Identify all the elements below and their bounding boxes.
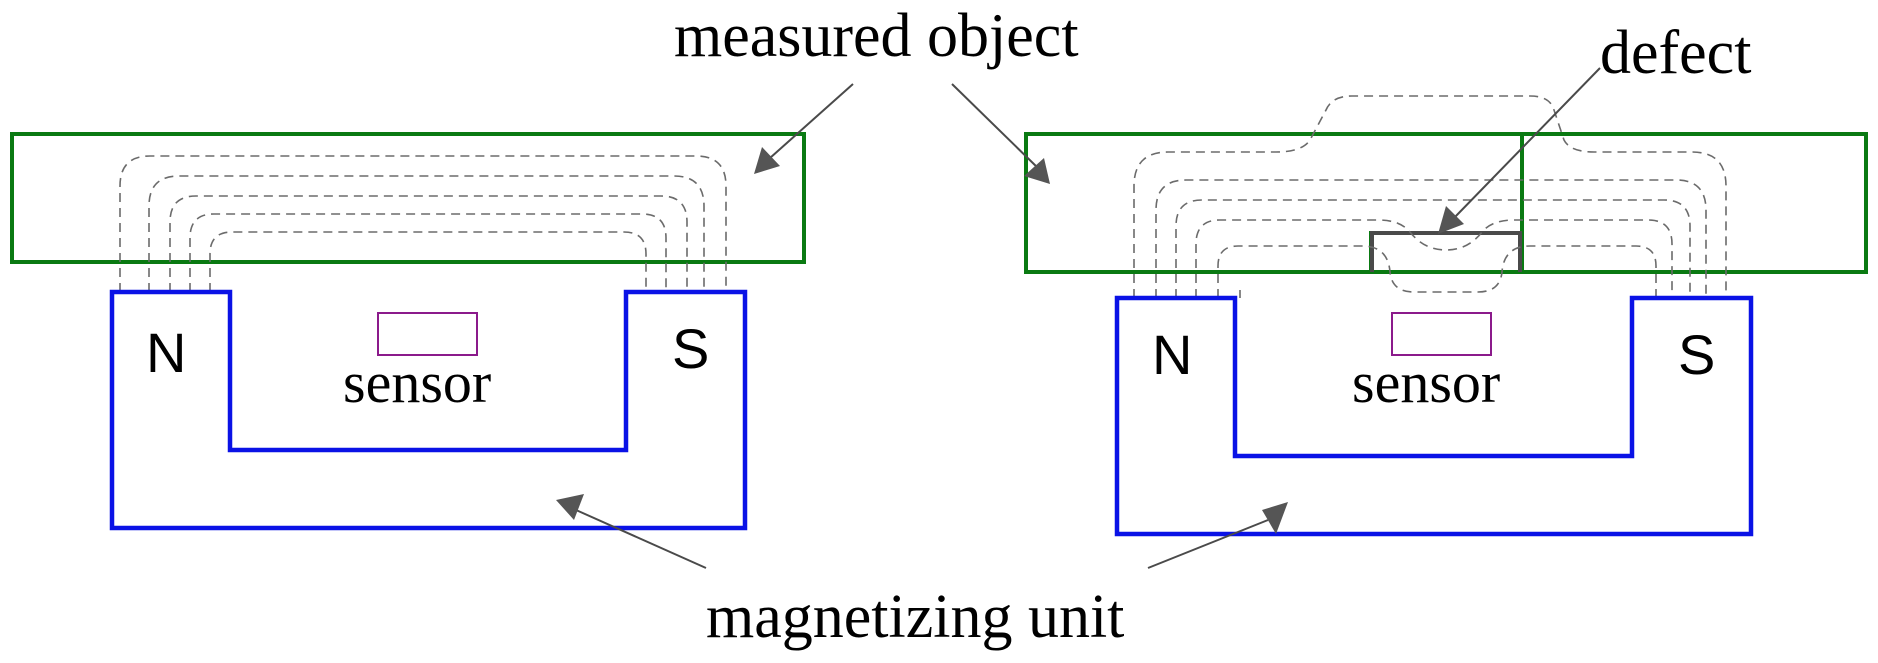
pointer-magnetizing-unit-right [1147, 502, 1288, 569]
flux-lines-left [119, 155, 727, 292]
sensor-label-right: sensor [1352, 350, 1500, 415]
flux-lines-right [1133, 95, 1727, 298]
sensor-label-left: sensor [343, 350, 491, 415]
measured-object-right [1024, 132, 1524, 274]
north-pole-label-right: N [1152, 323, 1192, 386]
pointer-magnetizing-unit-left [556, 494, 707, 569]
magnetizing-unit-label: magnetizing unit [706, 583, 1124, 651]
magnetizing-unit-left [109, 289, 748, 531]
defect-label: defect [1600, 19, 1751, 87]
north-pole-label-left: N [146, 321, 186, 384]
magnetizing-unit-right [1114, 295, 1754, 537]
pointer-defect [1438, 67, 1601, 234]
panel-without-defect: N S sensor [10, 132, 806, 531]
measured-object-label: measured object [674, 2, 1079, 70]
measured-object-left [10, 132, 806, 264]
pointer-measured-object-left [754, 83, 854, 174]
measured-object-right-outline [1026, 132, 1868, 274]
south-pole-label-left: S [672, 317, 709, 380]
pointer-measured-object-right [951, 83, 1050, 184]
south-pole-label-right: S [1678, 323, 1715, 386]
defect-notch [1370, 231, 1522, 272]
panel-with-defect: N S sensor [1024, 95, 1868, 537]
sensor-left [377, 312, 478, 356]
sensor-right [1391, 312, 1492, 356]
